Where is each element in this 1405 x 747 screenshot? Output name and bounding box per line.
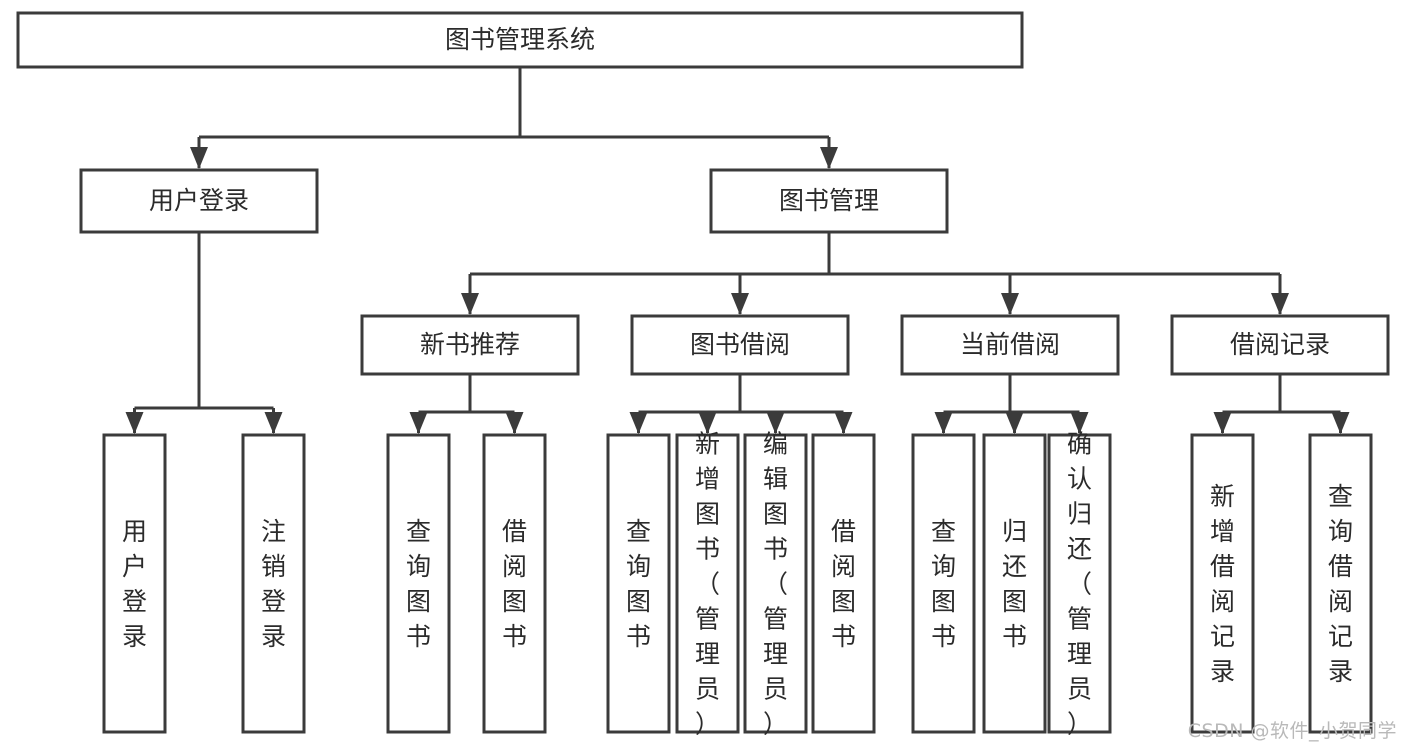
node-label: 新书推荐: [420, 330, 520, 359]
arrow-head-icon: [125, 412, 144, 434]
arrow-head-icon: [698, 412, 717, 434]
arrow-head-icon: [731, 293, 749, 315]
node-label: 借阅图书: [502, 517, 527, 651]
node-box: [1190, 433, 1255, 734]
node-l3-0[interactable]: 新书推荐: [360, 314, 580, 376]
arrow-head-icon: [934, 412, 953, 434]
node-leaf-6[interactable]: 编辑图书（管理员）: [743, 430, 808, 739]
node-leaf-4[interactable]: 查询图书: [606, 433, 671, 734]
arrow-head-icon: [834, 412, 853, 434]
arrow-head-icon: [1213, 412, 1232, 434]
node-leaf-3[interactable]: 借阅图书: [482, 433, 547, 734]
arrow-head-icon: [766, 412, 785, 434]
arrow-head-icon: [505, 412, 524, 434]
node-box: [1170, 314, 1390, 376]
node-box: [386, 433, 451, 734]
arrow-head-icon: [1005, 412, 1024, 434]
node-l3-1[interactable]: 图书借阅: [630, 314, 850, 376]
node-leaf-10[interactable]: 确认归还（管理员）: [1047, 430, 1112, 739]
node-root-0[interactable]: 图书管理系统: [16, 11, 1024, 69]
node-box: [811, 433, 876, 734]
node-l2-1[interactable]: 图书管理: [709, 168, 949, 234]
node-box: [79, 168, 319, 234]
node-leaf-7[interactable]: 借阅图书: [811, 433, 876, 734]
arrow-head-icon: [1001, 293, 1019, 315]
node-l3-3[interactable]: 借阅记录: [1170, 314, 1390, 376]
node-box: [709, 168, 949, 234]
node-leaf-8[interactable]: 查询图书: [911, 433, 976, 734]
node-label: 确认归还（管理员）: [1067, 430, 1092, 739]
arrow-head-icon: [190, 147, 208, 169]
node-label: 图书管理: [779, 186, 879, 215]
node-box: [482, 433, 547, 734]
arrow-head-icon: [409, 412, 428, 434]
node-box: [982, 433, 1047, 734]
arrow-head-icon: [629, 412, 648, 434]
node-label: 图书借阅: [690, 330, 790, 359]
node-label: 编辑图书（管理员）: [763, 430, 788, 739]
node-leaf-11[interactable]: 新增借阅记录: [1190, 433, 1255, 734]
connector-layer: [125, 67, 1350, 434]
node-layer: 图书管理系统用户登录图书管理新书推荐图书借阅当前借阅借阅记录用户登录注销登录查询…: [16, 11, 1390, 739]
node-label: 新增借阅记录: [1210, 482, 1235, 686]
node-label: 新增图书（管理员）: [695, 430, 720, 739]
node-box: [102, 433, 167, 734]
node-box: [900, 314, 1120, 376]
node-box: [1047, 433, 1112, 734]
node-label: 归还图书: [1002, 517, 1027, 651]
node-box: [630, 314, 850, 376]
node-box: [241, 433, 306, 734]
node-leaf-12[interactable]: 查询借阅记录: [1308, 433, 1373, 734]
node-box: [606, 433, 671, 734]
arrow-head-icon: [1271, 293, 1289, 315]
node-box: [360, 314, 580, 376]
node-label: 图书管理系统: [445, 25, 595, 54]
node-leaf-5[interactable]: 新增图书（管理员）: [675, 430, 740, 739]
node-label: 注销登录: [261, 517, 286, 651]
node-box: [911, 433, 976, 734]
node-label: 用户登录: [122, 517, 147, 651]
node-label: 用户登录: [149, 186, 249, 215]
node-label: 借阅记录: [1230, 330, 1330, 359]
node-box: [1308, 433, 1373, 734]
node-label: 查询借阅记录: [1328, 482, 1353, 686]
node-label: 查询图书: [406, 517, 431, 651]
node-leaf-1[interactable]: 注销登录: [241, 433, 306, 734]
node-leaf-0[interactable]: 用户登录: [102, 433, 167, 734]
arrow-head-icon: [1070, 412, 1089, 434]
node-leaf-2[interactable]: 查询图书: [386, 433, 451, 734]
node-box: [675, 433, 740, 734]
node-label: 借阅图书: [831, 517, 856, 651]
node-label: 查询图书: [626, 517, 651, 651]
node-leaf-9[interactable]: 归还图书: [982, 433, 1047, 734]
node-l3-2[interactable]: 当前借阅: [900, 314, 1120, 376]
arrow-head-icon: [461, 293, 479, 315]
arrow-head-icon: [1331, 412, 1350, 434]
node-l2-0[interactable]: 用户登录: [79, 168, 319, 234]
arrow-head-icon: [820, 147, 838, 169]
arrow-head-icon: [264, 412, 283, 434]
node-box: [16, 11, 1024, 69]
node-box: [743, 433, 808, 734]
node-label: 当前借阅: [960, 330, 1060, 359]
node-label: 查询图书: [931, 517, 956, 651]
